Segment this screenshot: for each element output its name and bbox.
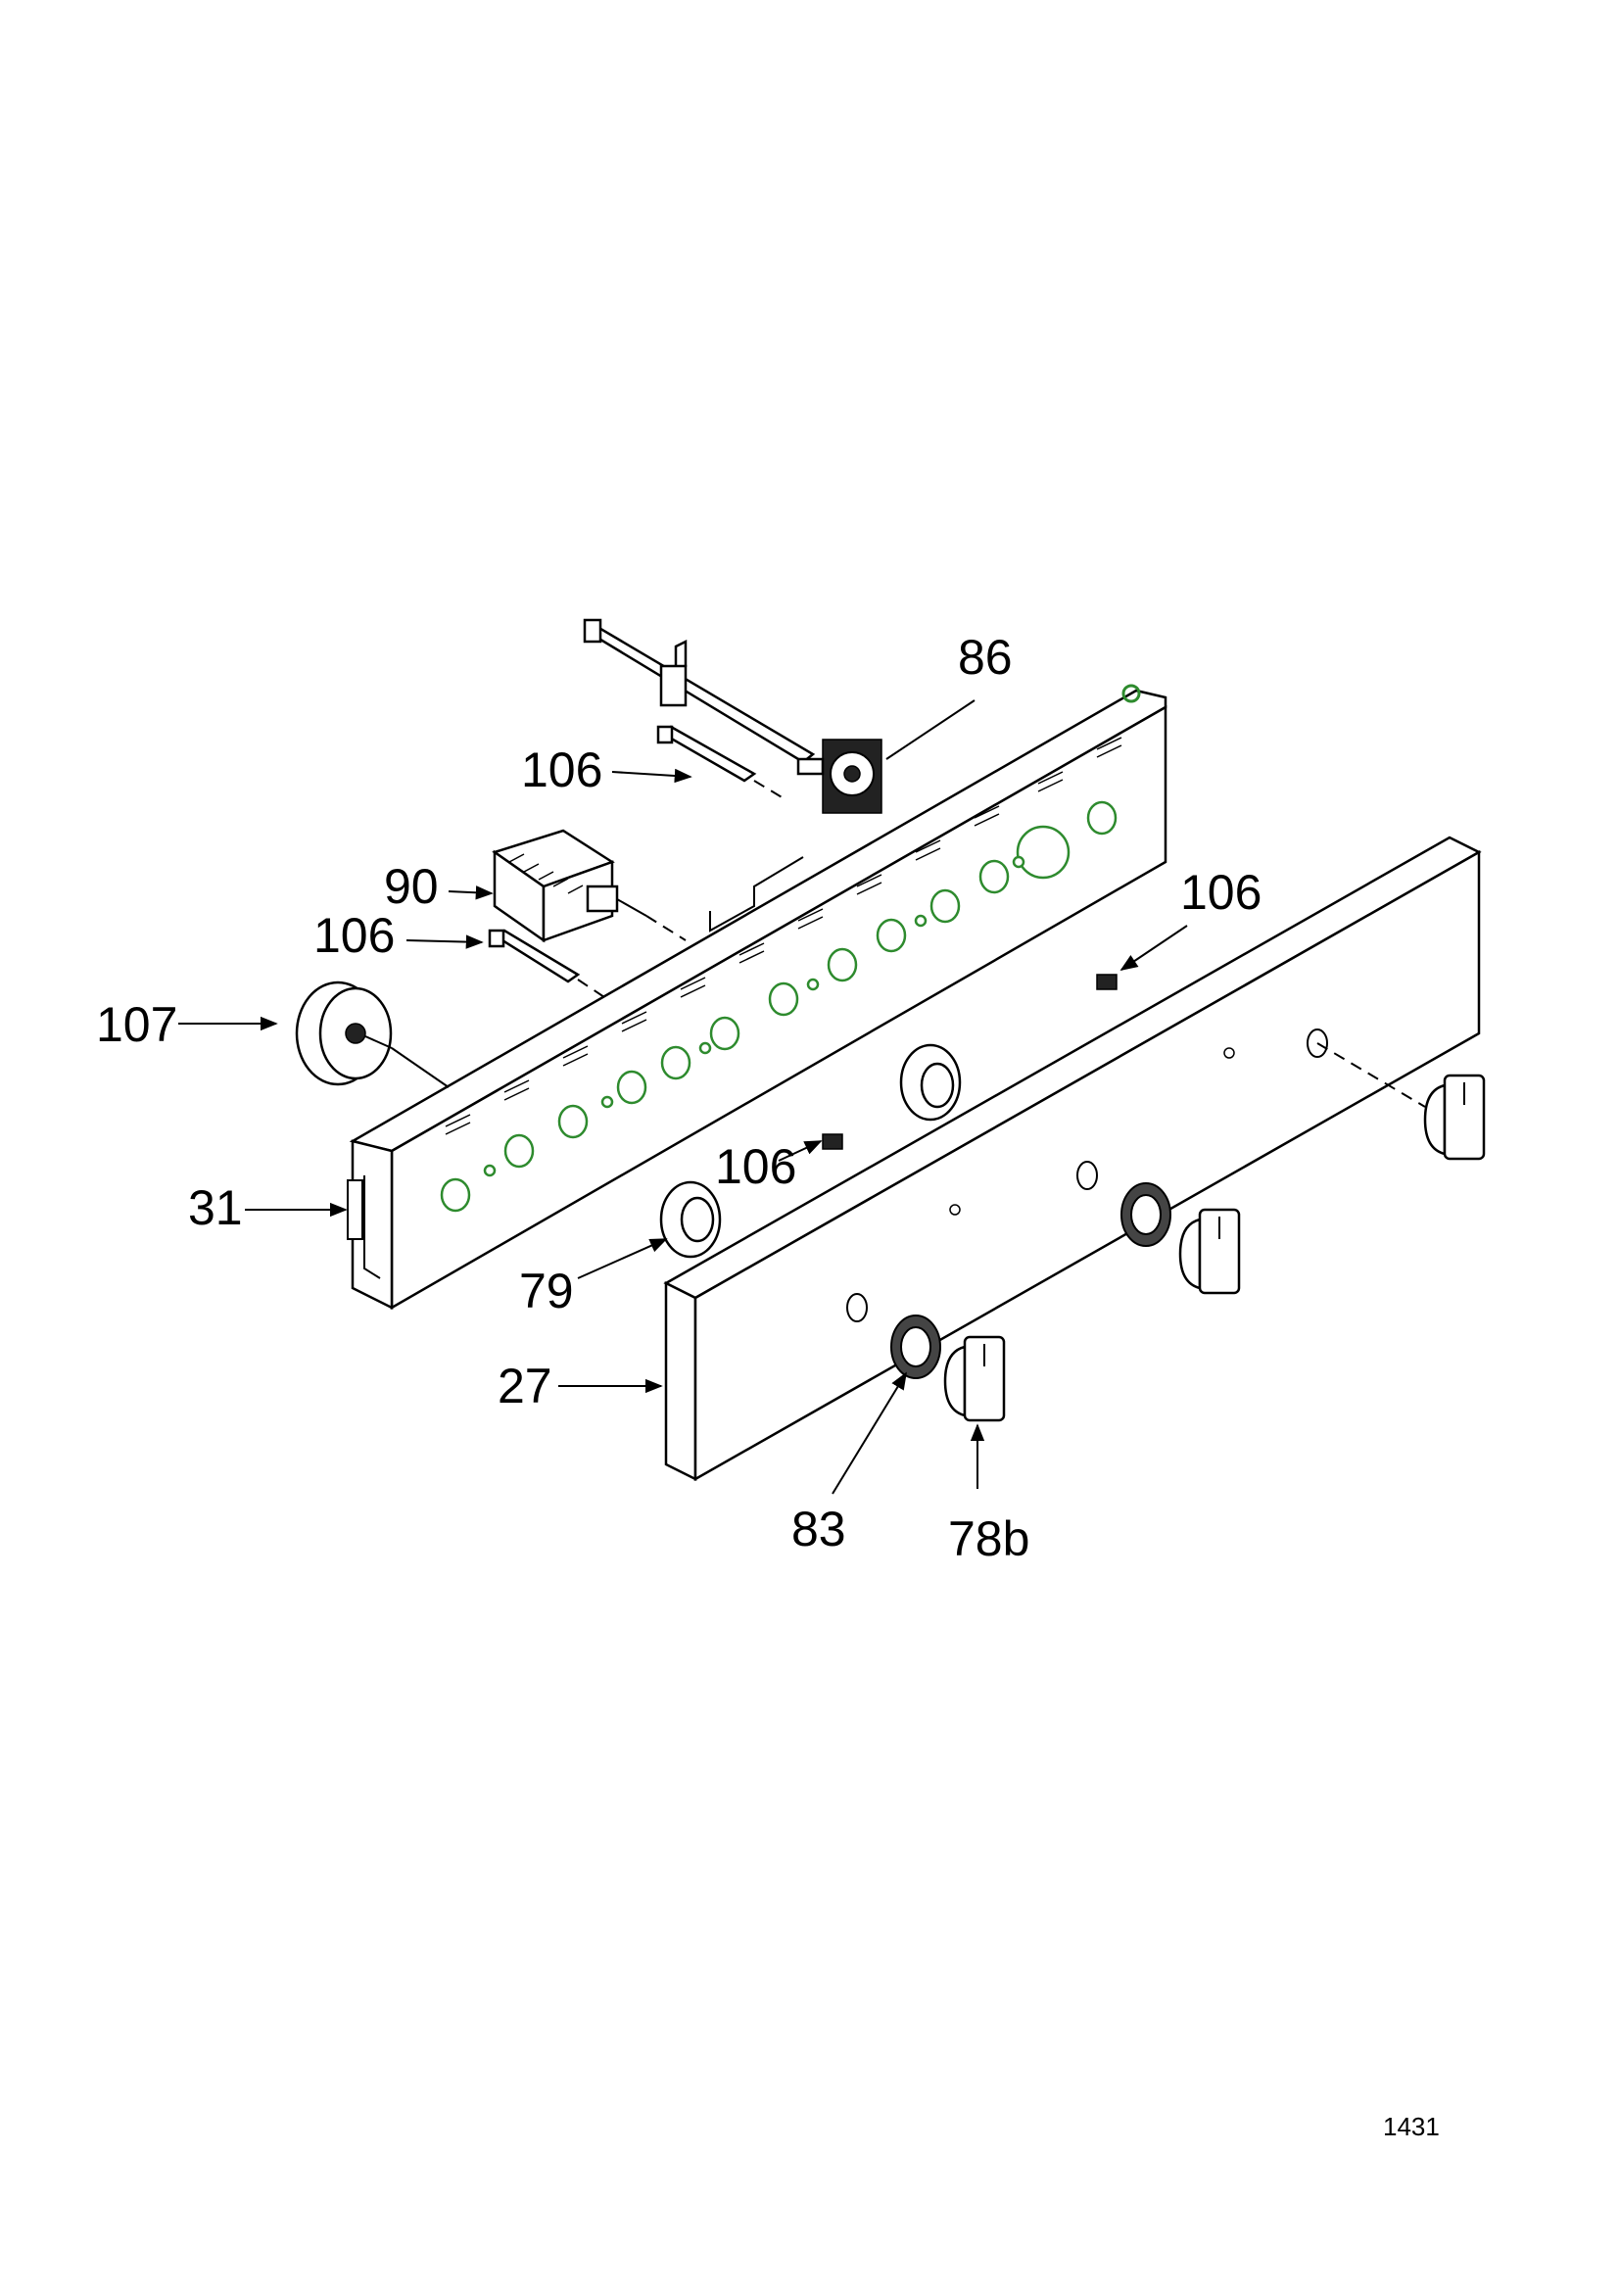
gas-tap-assembly — [583, 618, 882, 814]
bezel-center — [899, 1043, 962, 1122]
bezel-83 — [890, 1315, 941, 1379]
callout-90: 90 — [384, 859, 439, 914]
callout-107: 107 — [96, 997, 177, 1052]
callout-83: 83 — [791, 1502, 846, 1556]
front-fascia-panel — [663, 836, 1482, 1482]
spring-right — [1096, 974, 1118, 990]
page-number: 1431 — [1383, 2112, 1440, 2141]
callout-106-right: 106 — [1180, 865, 1262, 920]
callout-27: 27 — [498, 1359, 552, 1413]
callout-106-top: 106 — [521, 742, 602, 797]
leader-lines — [178, 699, 1188, 1495]
spring-center — [822, 1133, 843, 1150]
tap-valve-body — [796, 739, 882, 814]
callout-78b: 78b — [948, 1511, 1029, 1566]
timer-unit — [295, 981, 450, 1088]
thermocouple-top — [656, 725, 785, 799]
bezel-right — [1120, 1182, 1171, 1247]
control-panel-bracket — [347, 684, 1167, 1311]
control-knob-right — [1316, 1042, 1486, 1161]
bezel-79 — [659, 1180, 722, 1259]
control-knob-middle — [1178, 1208, 1241, 1295]
callout-106-mid: 106 — [313, 908, 395, 963]
thermocouple-mid — [488, 929, 608, 1000]
callout-79: 79 — [519, 1264, 574, 1318]
callout-31: 31 — [188, 1180, 243, 1235]
callout-86: 86 — [958, 630, 1013, 685]
callout-labels: 86 106 90 106 106 107 31 106 79 27 83 78… — [96, 630, 1262, 1566]
callout-106-center: 106 — [715, 1139, 796, 1194]
selector-switch — [492, 829, 687, 943]
control-knob-78b — [943, 1335, 1006, 1422]
bracket-holes — [440, 800, 1118, 1213]
